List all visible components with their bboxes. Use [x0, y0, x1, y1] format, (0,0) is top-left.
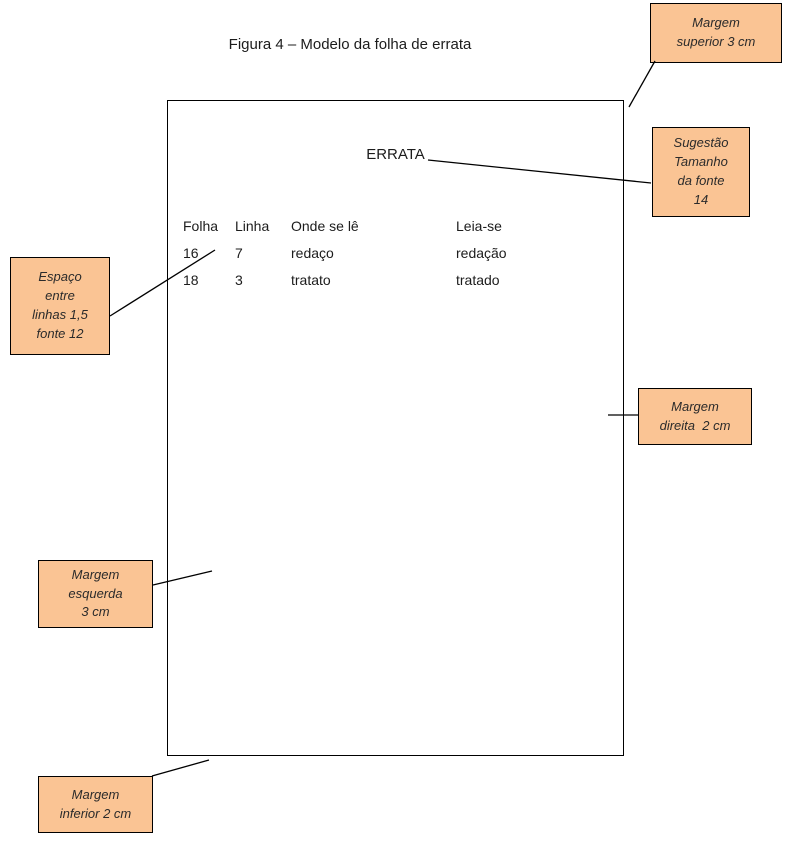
callout-label: Margem superior 3 cm [676, 15, 756, 49]
table-header-folha: Folha [183, 218, 219, 234]
callout-label: Espaço entre linhas 1,5 fonte 12 [32, 269, 88, 341]
errata-table: Folha Linha Onde se lê Leia-se 16 7 reda… [183, 213, 576, 294]
table-header-linha: Linha [235, 218, 270, 234]
table-cell: tratado [456, 272, 500, 288]
callout-margem-esquerda: Margem esquerda 3 cm [38, 560, 153, 628]
callout-label: Margem esquerda 3 cm [68, 566, 123, 620]
callout-espaco-linhas: Espaço entre linhas 1,5 fonte 12 [10, 257, 110, 355]
table-cell: redaço [291, 245, 334, 261]
connector-margem-inferior [151, 759, 210, 777]
figure-caption: Figura 4 – Modelo da folha de errata [228, 36, 472, 53]
callout-sugestao-fonte: Sugestão Tamanho da fonte 14 [652, 127, 750, 217]
table-header-onde: Onde se lê [291, 218, 359, 234]
table-cell: 3 [235, 272, 243, 288]
callout-margem-superior: Margem superior 3 cm [650, 3, 782, 63]
table-cell: 18 [183, 272, 199, 288]
connector-margem-superior [628, 60, 656, 108]
table-cell: 7 [235, 245, 243, 261]
table-cell: redação [456, 245, 507, 261]
callout-label: Sugestão Tamanho da fonte 14 [673, 135, 729, 207]
table-cell: 16 [183, 245, 199, 261]
callout-margem-direita: Margem direita 2 cm [638, 388, 752, 445]
callout-label: Margem direita 2 cm [659, 398, 731, 433]
table-cell: tratato [291, 272, 331, 288]
callout-label: Margem inferior 2 cm [59, 786, 132, 821]
errata-page-model: ERRATA Folha Linha Onde se lê Leia-se 16… [167, 100, 624, 756]
table-header-leiase: Leia-se [456, 218, 502, 234]
callout-margem-inferior: Margem inferior 2 cm [38, 776, 153, 833]
errata-title: ERRATA [366, 146, 425, 163]
